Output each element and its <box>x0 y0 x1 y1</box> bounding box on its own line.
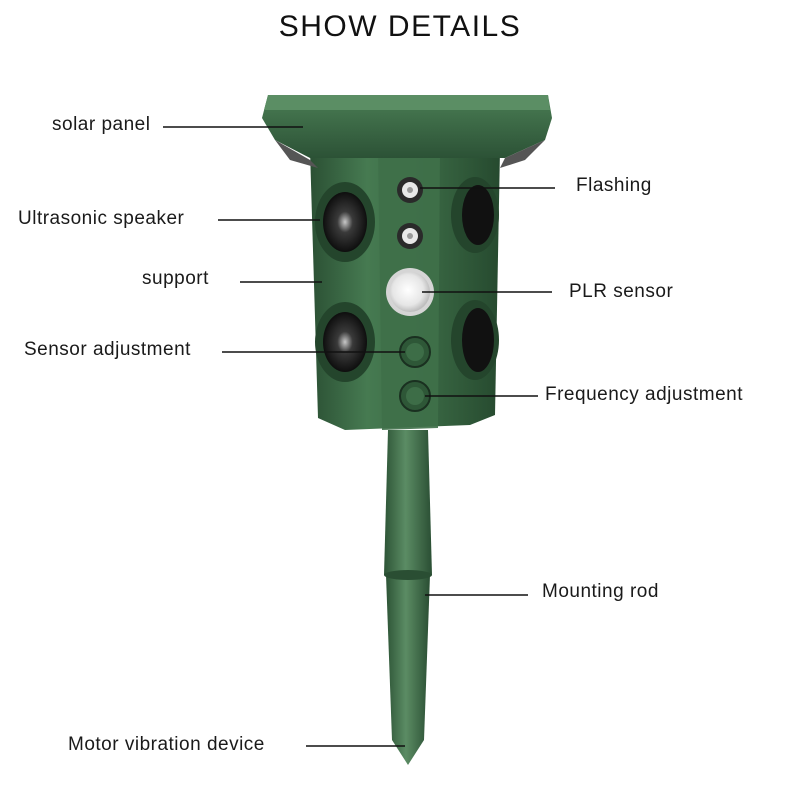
label-motor-vibration-device: Motor vibration device <box>68 734 265 755</box>
label-solar-panel: solar panel <box>52 114 151 135</box>
label-plr-sensor: PLR sensor <box>569 281 674 302</box>
label-frequency-adjustment: Frequency adjustment <box>545 384 743 405</box>
label-flashing: Flashing <box>576 175 652 196</box>
ultrasonic-speaker-left-bottom <box>315 302 375 382</box>
ultrasonic-speaker-right-top <box>451 177 499 253</box>
page-title: SHOW DETAILS <box>278 10 522 43</box>
frequency-adjustment-knob <box>399 380 431 412</box>
flashing-led-bottom <box>397 223 423 249</box>
solar-panel <box>262 95 552 168</box>
label-ultrasonic-speaker: Ultrasonic speaker <box>18 208 185 229</box>
label-sensor-adjustment: Sensor adjustment <box>24 339 191 360</box>
label-support: support <box>142 268 209 289</box>
ultrasonic-speaker-left-top <box>315 182 375 262</box>
leader-lines <box>163 126 555 747</box>
label-mounting-rod: Mounting rod <box>542 581 659 602</box>
plr-sensor-lens <box>386 268 434 316</box>
ultrasonic-speaker-right-bottom <box>451 300 499 380</box>
mounting-rod <box>384 430 432 765</box>
sensor-adjustment-knob <box>399 336 431 368</box>
flashing-led-top <box>397 177 423 203</box>
